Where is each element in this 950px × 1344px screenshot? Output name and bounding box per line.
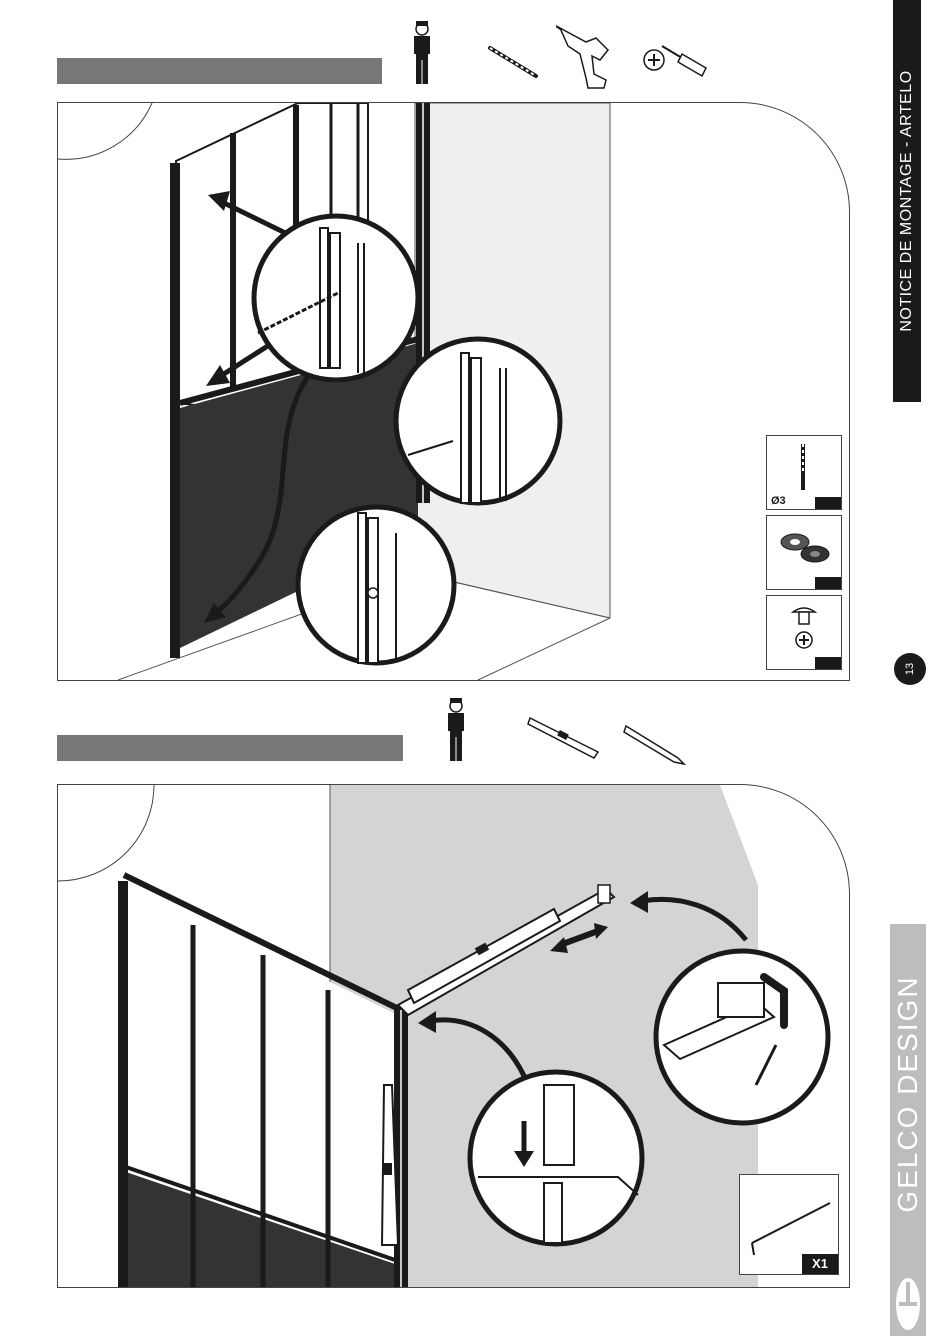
hardware-drill-bit-box: Ø3	[766, 435, 842, 510]
hardware-allen-key-box: X1	[739, 1174, 839, 1275]
detail-circle-post-insert	[470, 1072, 642, 1244]
level-icon	[526, 712, 602, 760]
pencil-icon	[622, 722, 688, 766]
installer-icon	[408, 20, 436, 86]
detail-circle-washer	[396, 339, 560, 503]
step1-illustration-panel	[57, 102, 850, 681]
document-title-tab: NOTICE DE MONTAGE - ARTELO	[893, 0, 921, 402]
hardware-screw-box	[766, 595, 842, 670]
step2-header-bar	[57, 735, 403, 761]
document-title: NOTICE DE MONTAGE - ARTELO	[898, 70, 916, 331]
detail-circle-wall-bracket	[656, 951, 828, 1123]
hardware-tag	[815, 657, 841, 669]
hardware-tag	[815, 577, 841, 589]
washer-part-icon	[777, 528, 833, 568]
screw-part-icon	[789, 602, 819, 652]
detail-circle-screw	[298, 507, 454, 663]
hardware-washer-box	[766, 515, 842, 590]
detail-circle-drill	[254, 216, 418, 380]
drill-icon	[556, 24, 616, 92]
page-number-badge: 13	[894, 653, 926, 685]
brand-tab: GELCO DESIGN	[890, 924, 926, 1336]
installer-icon	[444, 697, 468, 763]
step1-header-bar	[57, 58, 382, 84]
drill-bit-part-icon	[793, 442, 813, 492]
allen-key-part-icon	[744, 1199, 834, 1259]
gelco-logo-icon	[894, 1276, 922, 1332]
step2-illustration-panel	[57, 784, 850, 1288]
drill-bit-diameter-label: Ø3	[771, 495, 786, 507]
brand-name: GELCO DESIGN	[892, 975, 924, 1212]
page-number: 13	[904, 663, 916, 675]
hardware-tag	[815, 497, 841, 509]
quantity-badge: X1	[802, 1254, 838, 1274]
screwdriver-icon	[640, 30, 712, 80]
drill-bit-icon	[486, 42, 540, 82]
